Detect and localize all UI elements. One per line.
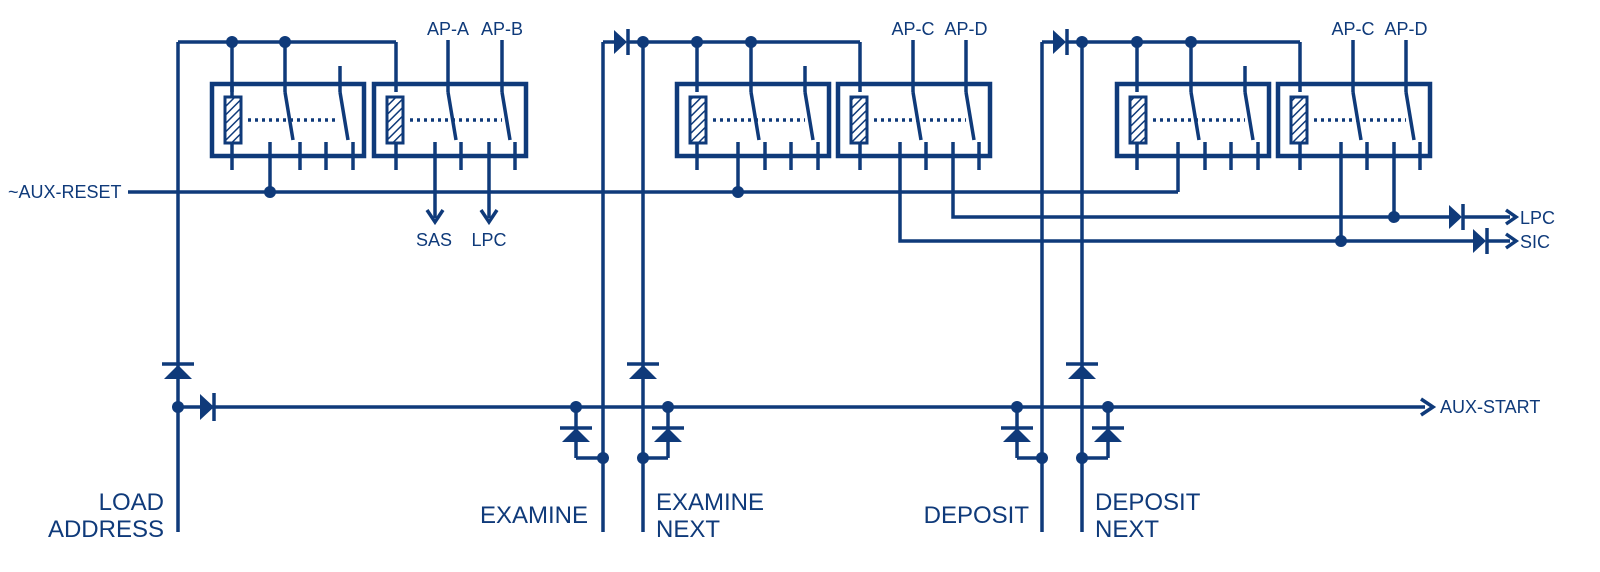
junction-dot <box>1102 401 1114 413</box>
examine-next-label: EXAMINE <box>656 489 764 516</box>
load-address-label: ADDRESS <box>48 516 164 543</box>
relay-box <box>371 81 529 159</box>
lpc-label: LPC <box>471 230 506 250</box>
examine-label: EXAMINE <box>480 502 588 529</box>
relay-box <box>209 81 367 159</box>
diode <box>1003 428 1031 442</box>
relay-label: AP-D <box>1384 19 1427 39</box>
aux-start-label: AUX-START <box>1440 397 1540 417</box>
relay-coil <box>849 95 869 145</box>
diode <box>614 30 627 54</box>
aux-reset-label: ~AUX-RESET <box>8 182 122 202</box>
relay-label: AP-C <box>891 19 934 39</box>
examine-circuit <box>560 29 862 532</box>
sas-label: SAS <box>416 230 452 250</box>
relay-box <box>1114 81 1272 159</box>
buses <box>128 190 1437 417</box>
junction-dot <box>637 452 649 464</box>
junction-dot <box>1076 452 1088 464</box>
sic-output-label: SIC <box>1520 232 1550 252</box>
relay-label: AP-A <box>427 19 469 39</box>
examine-next-label: NEXT <box>656 516 720 543</box>
relay-coil <box>223 95 243 145</box>
diode <box>654 428 682 442</box>
relay-label: AP-B <box>481 19 523 39</box>
junction-dot <box>1185 36 1197 48</box>
junction-dot <box>1076 36 1088 48</box>
diode <box>1449 205 1462 229</box>
relay-box <box>674 81 832 159</box>
relay-coil <box>1289 95 1309 145</box>
junction-dot <box>662 401 674 413</box>
deposit-label: DEPOSIT <box>924 502 1030 529</box>
junction-dot <box>637 36 649 48</box>
aux-start-arrow <box>1420 397 1437 417</box>
diode <box>1094 428 1122 442</box>
junction-dot <box>597 452 609 464</box>
junction-dot <box>172 401 184 413</box>
relay-coil <box>688 95 708 145</box>
relay-group-3 <box>1114 40 1433 247</box>
diode <box>1053 30 1066 54</box>
relay-group-2 <box>674 40 1473 243</box>
relay-coil <box>1128 95 1148 145</box>
diode <box>629 365 657 379</box>
diode <box>1473 229 1486 253</box>
relay-label: AP-C <box>1331 19 1374 39</box>
diode <box>200 394 214 420</box>
junction-dot <box>264 186 276 198</box>
junction-dot <box>1131 36 1143 48</box>
junction-dot <box>732 186 744 198</box>
deposit-circuit <box>1001 29 1302 532</box>
labels: ~AUX-RESET AUX-START AP-A AP-B AP-C AP-D… <box>8 19 1555 543</box>
load-address-circuit <box>162 36 398 532</box>
relay-group-1 <box>209 40 529 226</box>
diode <box>164 365 192 379</box>
relay-label: AP-D <box>944 19 987 39</box>
junction-dot <box>1036 452 1048 464</box>
deposit-next-label: DEPOSIT <box>1095 489 1201 516</box>
diode <box>562 428 590 442</box>
diode <box>1068 365 1096 379</box>
junction-dot <box>279 36 291 48</box>
junction-dot <box>745 36 757 48</box>
relay-coil <box>385 95 405 145</box>
junction-dot <box>570 401 582 413</box>
output-diodes <box>1449 204 1520 254</box>
deposit-next-label: NEXT <box>1095 516 1159 543</box>
junction-dot <box>691 36 703 48</box>
lpc-output-label: LPC <box>1520 208 1555 228</box>
junction-dot <box>226 36 238 48</box>
junction-dot <box>1335 235 1347 247</box>
junction-dot <box>1011 401 1023 413</box>
load-address-label: LOAD <box>99 489 164 516</box>
junction-dot <box>1388 211 1400 223</box>
